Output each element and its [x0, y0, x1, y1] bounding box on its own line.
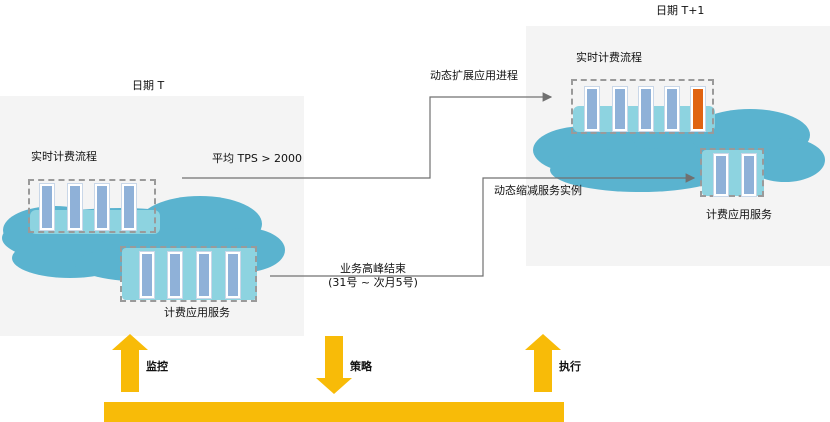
- right-realtime-flow-box: [571, 79, 714, 134]
- right-service-instance-bar: [714, 154, 728, 196]
- scale-in-label: 动态缩减服务实例: [494, 184, 582, 197]
- strategy-arrow-icon: [316, 336, 352, 394]
- arrow-scale-in-line: [270, 173, 696, 277]
- date-t-label: 日期 T: [132, 79, 165, 92]
- peak-end-label: 业务高峰结束: [340, 262, 406, 275]
- left-app-service-label: 计费应用服务: [164, 306, 230, 319]
- execute-label: 执行: [559, 360, 581, 373]
- left-flow-instance-bar: [40, 184, 54, 230]
- right-flow-instance-bar: [665, 87, 679, 131]
- left-realtime-flow-label: 实时计费流程: [31, 150, 97, 163]
- left-cloud-highlight-2: [122, 248, 257, 300]
- left-app-service-box: [120, 246, 257, 302]
- left-flow-instance-bar: [68, 184, 82, 230]
- strategy-label: 策略: [350, 360, 372, 373]
- arrow-scale-out-line: [182, 92, 553, 179]
- right-service-instance-bar: [742, 154, 756, 196]
- right-app-service-label: 计费应用服务: [706, 208, 772, 221]
- left-service-instance-bar: [140, 252, 154, 298]
- right-realtime-flow-label: 实时计费流程: [576, 51, 642, 64]
- scale-out-label: 动态扩展应用进程: [430, 69, 518, 82]
- monitor-label: 监控: [146, 360, 168, 373]
- avg-tps-label: 平均 TPS > 2000: [212, 152, 303, 165]
- right-cloud: [533, 109, 825, 192]
- bottom-timeline-bar: [104, 402, 564, 422]
- right-app-service-box: [700, 148, 764, 197]
- left-service-instance-bar: [168, 252, 182, 298]
- left-service-instance-bar: [197, 252, 211, 298]
- left-flow-instance-bar: [95, 184, 109, 230]
- monitor-arrow-icon: [112, 334, 148, 392]
- right-flow-instance-bar: [585, 87, 599, 131]
- left-flow-instance-bar: [122, 184, 136, 230]
- right-flow-new-instance-bar: [691, 87, 705, 131]
- execute-arrow-icon: [525, 334, 561, 392]
- date-t1-label: 日期 T+1: [656, 4, 705, 17]
- left-realtime-flow-box: [28, 179, 156, 233]
- peak-end-dates-label: (31号 ~ 次月5号): [328, 276, 418, 289]
- right-flow-instance-bar: [613, 87, 627, 131]
- right-flow-instance-bar: [639, 87, 653, 131]
- left-service-instance-bar: [226, 252, 240, 298]
